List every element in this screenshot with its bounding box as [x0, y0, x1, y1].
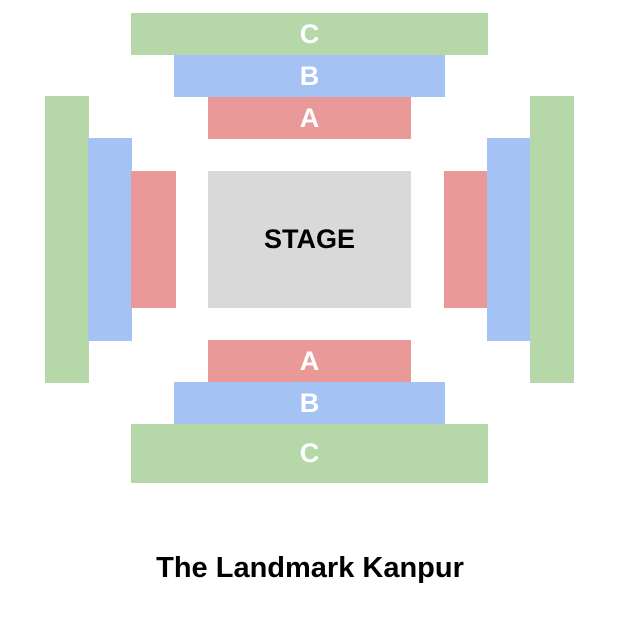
stage: STAGE	[208, 171, 411, 308]
section-label: C	[299, 18, 320, 49]
section-b-left[interactable]	[88, 138, 132, 341]
section-a-bottom[interactable]: A	[208, 340, 411, 382]
section-c-top[interactable]: C	[131, 13, 488, 55]
section-c-right[interactable]	[530, 96, 574, 383]
section-b-right[interactable]	[487, 138, 530, 341]
section-a-left[interactable]	[131, 171, 176, 308]
section-b-top[interactable]: B	[174, 55, 445, 97]
section-label: C	[299, 438, 320, 468]
section-label: A	[299, 345, 320, 376]
section-b-bottom[interactable]: B	[174, 382, 445, 424]
section-c-bottom[interactable]: C	[131, 424, 488, 483]
section-label: B	[299, 387, 320, 418]
section-label: A	[299, 102, 320, 133]
section-c-left[interactable]	[45, 96, 89, 383]
section-label: B	[299, 60, 320, 91]
venue-title: The Landmark Kanpur	[156, 552, 464, 584]
section-a-right[interactable]	[444, 171, 488, 308]
section-a-top[interactable]: A	[208, 97, 411, 139]
stage-label: STAGE	[263, 224, 355, 254]
